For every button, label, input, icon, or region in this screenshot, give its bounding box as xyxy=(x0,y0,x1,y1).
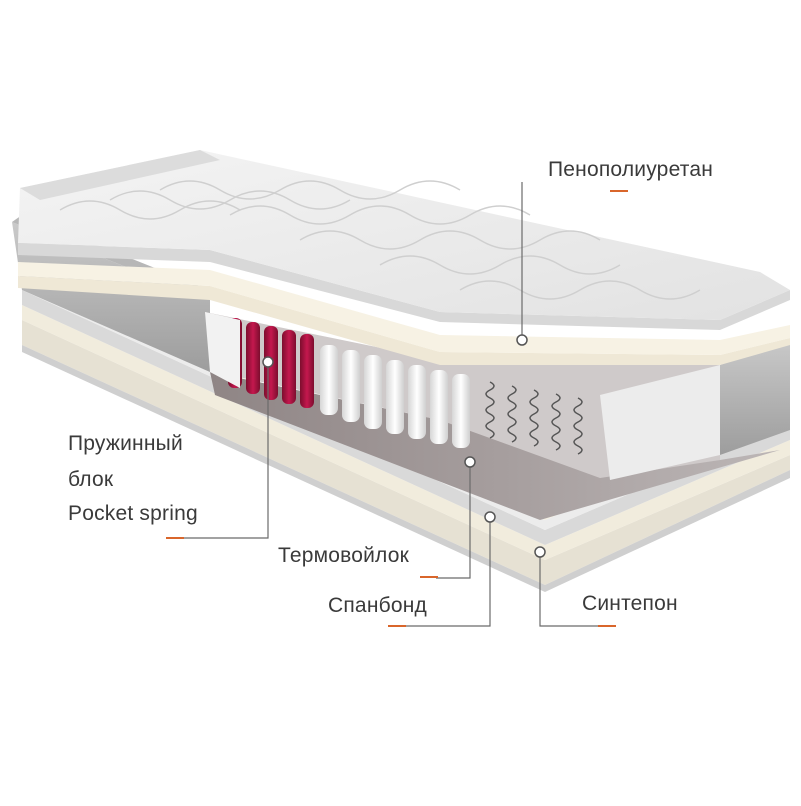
label-spring-line2: блок xyxy=(68,468,114,491)
pocket-springs-white xyxy=(320,345,470,448)
marker-sintepon xyxy=(534,546,546,558)
label-spunbond: Спанбонд xyxy=(328,594,427,617)
label-spring-line1: Пружинный xyxy=(68,432,183,455)
marker-spring xyxy=(262,356,274,368)
marker-foam xyxy=(516,334,528,346)
top-foam-layers xyxy=(18,262,790,365)
leader-lines xyxy=(178,182,610,627)
leader-spring xyxy=(178,360,269,539)
accent-sintepon xyxy=(598,625,616,627)
quilted-top xyxy=(18,150,790,330)
accent-spring xyxy=(166,537,184,539)
coil-springs xyxy=(485,381,583,455)
marker-spunbond xyxy=(484,511,496,523)
accent-spunbond xyxy=(388,625,406,627)
label-spring-line3: Pocket spring xyxy=(68,502,198,525)
leader-sintepon xyxy=(539,552,610,627)
label-sintepon: Синтепон xyxy=(582,592,678,615)
label-foam: Пенополиуретан xyxy=(548,158,714,181)
leader-spunbond xyxy=(390,517,491,627)
accent-foam xyxy=(610,190,628,192)
accent-felt xyxy=(420,576,438,578)
marker-dots xyxy=(262,334,546,558)
marker-felt xyxy=(464,456,476,468)
side-foam-right xyxy=(600,340,790,480)
side-foam-left xyxy=(205,312,240,388)
label-felt: Термовойлок xyxy=(278,544,410,567)
leader-felt xyxy=(436,462,471,579)
